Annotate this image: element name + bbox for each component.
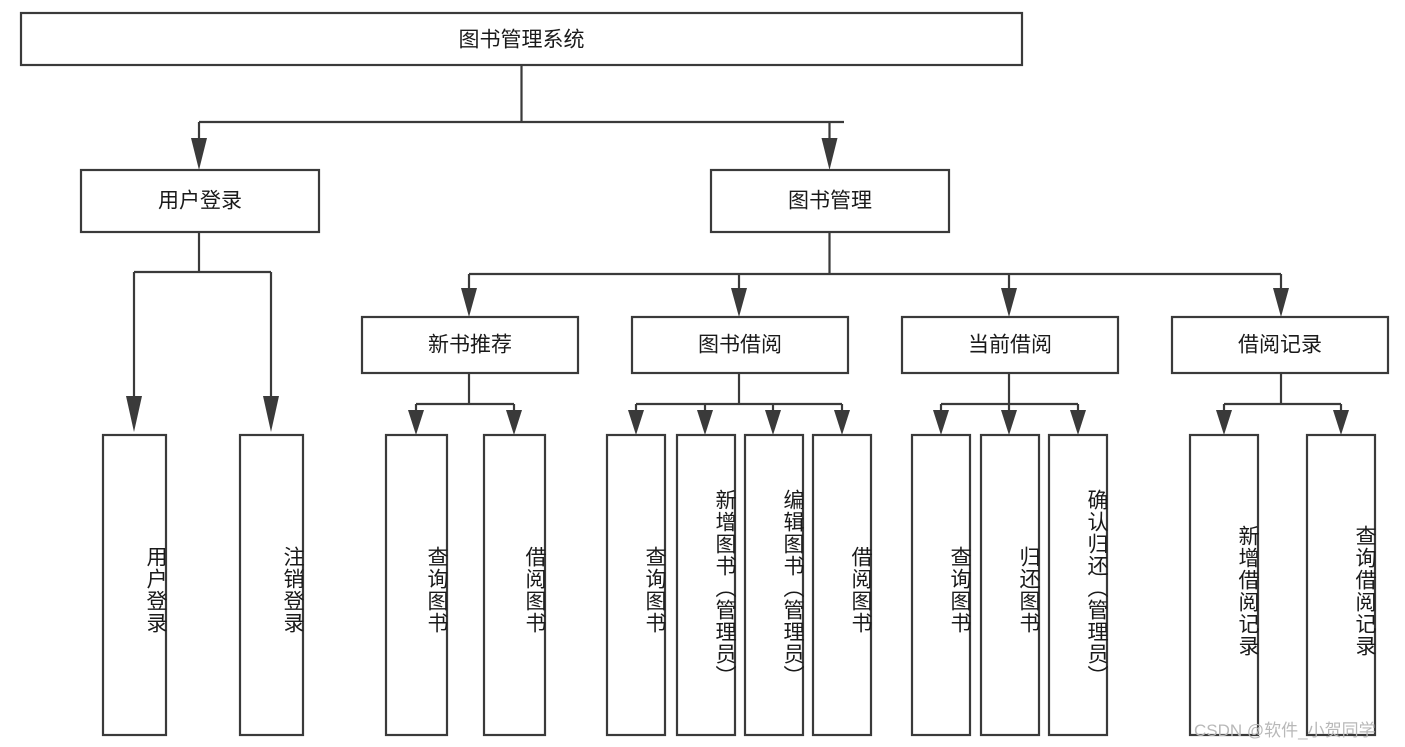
node-user-login-box[interactable]	[79, 168, 321, 234]
connector-bookborrow-to-leaves	[634, 373, 844, 412]
node-borrow-record-box[interactable]	[1170, 315, 1390, 375]
connector-currentborrow-to-leaves	[939, 373, 1080, 412]
node-leaf-borrow-book-1-box[interactable]	[482, 433, 547, 737]
connector-root-to-level2	[197, 65, 844, 140]
node-book-manage-box[interactable]	[709, 168, 951, 234]
arrowhead-leaf-confirm-return	[1070, 410, 1086, 435]
arrowhead-book-manage	[821, 138, 838, 170]
arrowhead-leaf-add-book	[697, 410, 713, 435]
node-current-borrow-box[interactable]	[900, 315, 1120, 375]
arrowhead-leaf-borrow-book-1	[506, 410, 522, 435]
connector-borrowrecord-to-leaves	[1222, 373, 1343, 412]
arrowhead-leaf-query-book-3	[933, 410, 949, 435]
arrowhead-borrow-record	[1273, 288, 1289, 317]
node-leaf-logout-box[interactable]	[238, 433, 305, 737]
leaf-boxes-group	[101, 433, 1377, 737]
node-root-label: 图书管理系统	[459, 29, 585, 52]
node-book-borrow[interactable]: 图书借阅	[630, 315, 850, 375]
node-borrow-record-label: 借阅记录	[1238, 334, 1322, 357]
connectors-group	[126, 65, 1349, 435]
node-new-book-rec-box[interactable]	[360, 315, 580, 375]
arrowhead-leaf-return-book	[1001, 410, 1017, 435]
arrowhead-leaf-add-record	[1216, 410, 1232, 435]
node-borrow-record[interactable]: 借阅记录	[1170, 315, 1390, 375]
node-root[interactable]: 图书管理系统	[19, 11, 1024, 67]
arrowhead-leaf-query-book-2	[628, 410, 644, 435]
node-leaf-query-book-2-box[interactable]	[605, 433, 667, 737]
node-leaf-query-book-3-box[interactable]	[910, 433, 972, 737]
node-new-book-rec[interactable]: 新书推荐	[360, 315, 580, 375]
node-book-manage-label: 图书管理	[788, 190, 872, 213]
node-leaf-query-record-box[interactable]	[1305, 433, 1377, 737]
node-leaf-add-record-box[interactable]	[1188, 433, 1260, 737]
node-user-login-label: 用户登录	[158, 190, 242, 213]
arrowhead-leaf-logout	[263, 396, 279, 432]
node-leaf-borrow-book-2-box[interactable]	[811, 433, 873, 737]
node-leaf-query-book-1-box[interactable]	[384, 433, 449, 737]
connector-newbookrec-to-leaves	[414, 373, 516, 412]
node-leaf-add-book-box[interactable]	[675, 433, 737, 737]
arrowhead-book-borrow	[731, 288, 747, 317]
node-user-login[interactable]: 用户登录	[79, 168, 321, 234]
arrowhead-leaf-edit-book	[765, 410, 781, 435]
connector-userlogin-to-leaves	[132, 232, 273, 398]
arrowhead-current-borrow	[1001, 288, 1017, 317]
arrowhead-leaf-borrow-book-2	[834, 410, 850, 435]
node-leaf-user-login-box[interactable]	[101, 433, 168, 737]
arrowhead-user-login	[191, 138, 207, 170]
node-book-manage[interactable]: 图书管理	[709, 168, 951, 234]
arrowhead-leaf-user-login	[126, 396, 142, 432]
connector-bookmanage-to-level3	[467, 232, 1283, 290]
node-new-book-rec-label: 新书推荐	[428, 334, 512, 357]
node-leaf-return-book-box[interactable]	[979, 433, 1041, 737]
node-root-box[interactable]	[19, 11, 1024, 67]
node-leaf-edit-book-box[interactable]	[743, 433, 805, 737]
arrowhead-leaf-query-record	[1333, 410, 1349, 435]
node-current-borrow-label: 当前借阅	[968, 334, 1052, 357]
node-book-borrow-label: 图书借阅	[698, 334, 782, 357]
arrowhead-leaf-query-book-1	[408, 410, 424, 435]
arrowhead-new-book-rec	[461, 288, 477, 317]
node-current-borrow[interactable]: 当前借阅	[900, 315, 1120, 375]
node-leaf-confirm-return-box[interactable]	[1047, 433, 1109, 737]
node-book-borrow-box[interactable]	[630, 315, 850, 375]
